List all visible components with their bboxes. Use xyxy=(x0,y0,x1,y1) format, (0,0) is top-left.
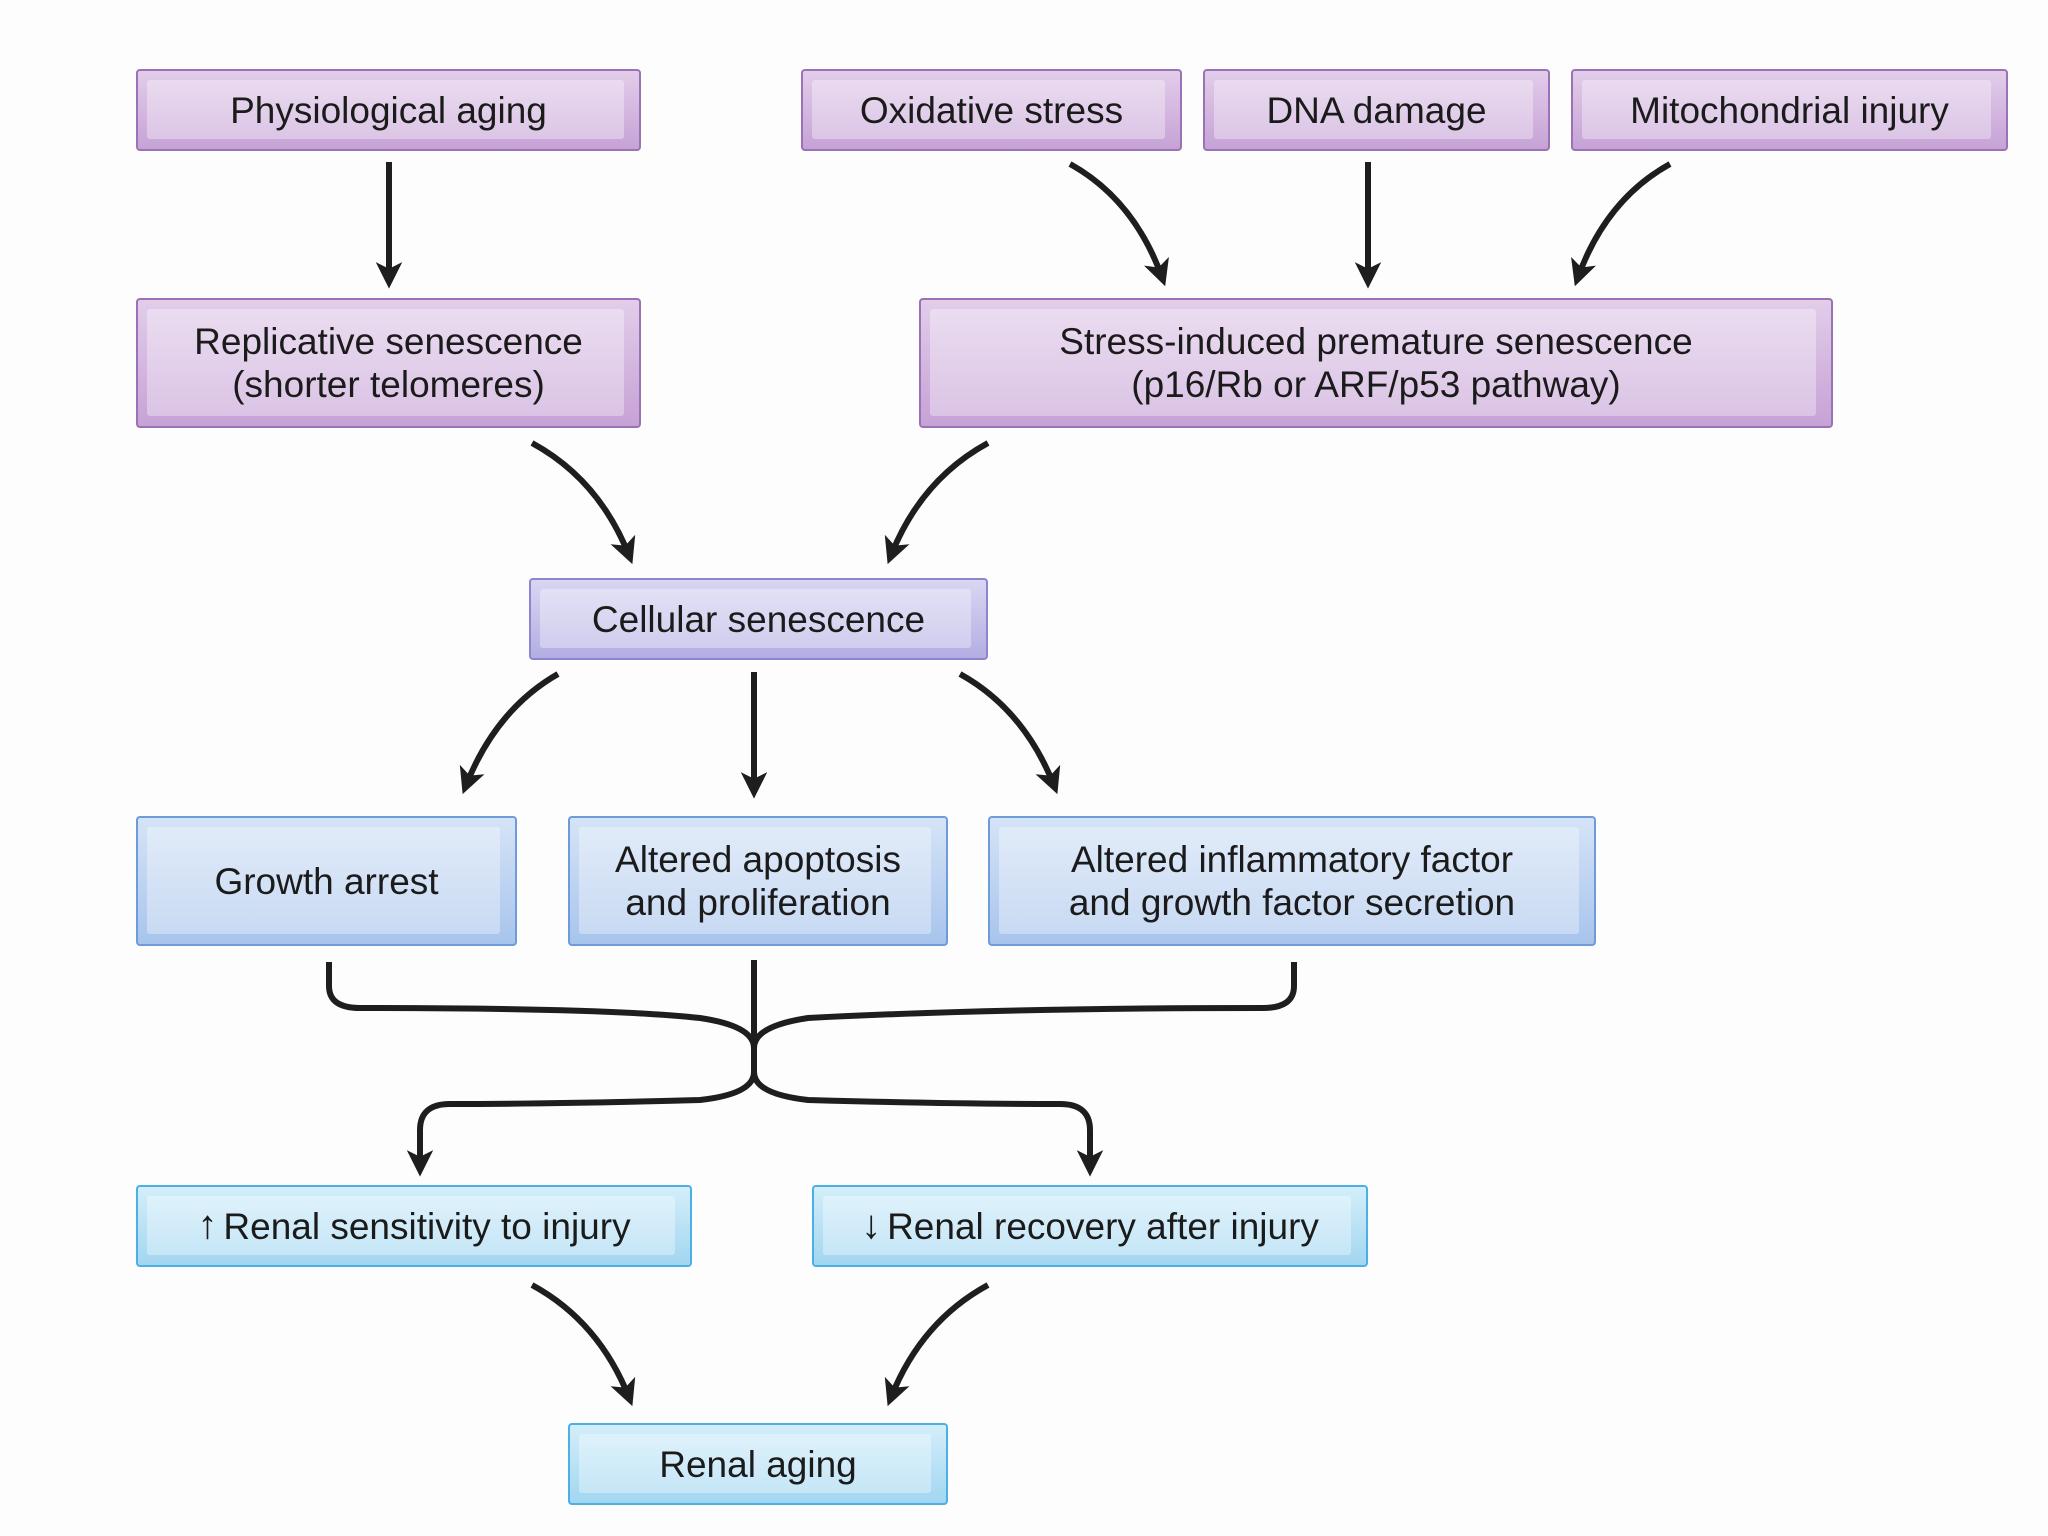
node-stress-line2: (p16/Rb or ARF/p53 pathway) xyxy=(1131,364,1621,405)
node-renal-recovery: ↓Renal recovery after injury xyxy=(812,1185,1368,1267)
up-arrow-icon: ↑ xyxy=(197,1202,218,1247)
node-dna-damage-label: DNA damage xyxy=(1266,89,1487,131)
node-dna-damage: DNA damage xyxy=(1203,69,1550,151)
arrow-oxidative-to-stress-senescence xyxy=(1068,161,1169,287)
node-apoptosis-line2: and proliferation xyxy=(625,882,891,923)
node-renal-aging-label: Renal aging xyxy=(659,1443,857,1485)
node-mitochondrial-injury-label: Mitochondrial injury xyxy=(1630,89,1949,131)
node-inflammatory-line2: and growth factor secretion xyxy=(1068,882,1516,923)
arrow-cellular-to-growth-arrest xyxy=(459,671,560,795)
arrow-replicative-to-cellular xyxy=(530,440,636,565)
node-renal-aging: Renal aging xyxy=(568,1423,948,1505)
brace-right-branch xyxy=(751,962,1297,1049)
node-oxidative-stress: Oxidative stress xyxy=(801,69,1182,151)
brace-left-branch xyxy=(326,962,757,1049)
node-physiological-aging: Physiological aging xyxy=(136,69,641,151)
arrow-stress-to-cellular xyxy=(884,440,990,565)
node-renal-sensitivity-content: ↑Renal sensitivity to injury xyxy=(197,1202,631,1248)
node-apoptosis-line1: Altered apoptosis xyxy=(615,839,901,880)
node-physiological-aging-label: Physiological aging xyxy=(230,89,547,131)
node-replicative-senescence: Replicative senescence (shorter telomere… xyxy=(136,298,641,428)
node-oxidative-stress-label: Oxidative stress xyxy=(859,89,1124,131)
arrow-merge-to-sensitivity xyxy=(406,1071,757,1177)
node-renal-recovery-label: Renal recovery after injury xyxy=(887,1205,1319,1247)
node-replicative-line2: (shorter telomeres) xyxy=(232,364,545,405)
node-growth-arrest-label: Growth arrest xyxy=(214,860,439,902)
arrow-sensitivity-to-renal-aging xyxy=(530,1282,636,1407)
node-altered-inflammatory: Altered inflammatory factor and growth f… xyxy=(988,816,1596,946)
node-growth-arrest: Growth arrest xyxy=(136,816,517,946)
node-cellular-senescence-label: Cellular senescence xyxy=(591,598,926,640)
arrow-cellular-to-inflammatory xyxy=(958,671,1061,795)
down-arrow-icon: ↓ xyxy=(861,1202,882,1247)
arrow-mitochondrial-to-stress-senescence xyxy=(1571,161,1672,287)
arrow-merge-to-recovery xyxy=(751,1071,1104,1177)
node-mitochondrial-injury: Mitochondrial injury xyxy=(1571,69,2008,151)
node-inflammatory-line1: Altered inflammatory factor xyxy=(1070,839,1514,880)
node-stress-induced-senescence: Stress-induced premature senescence (p16… xyxy=(919,298,1833,428)
node-stress-line1: Stress-induced premature senescence xyxy=(1059,321,1693,362)
node-cellular-senescence: Cellular senescence xyxy=(529,578,988,660)
node-renal-sensitivity: ↑Renal sensitivity to injury xyxy=(136,1185,692,1267)
node-renal-sensitivity-label: Renal sensitivity to injury xyxy=(223,1205,631,1247)
node-renal-recovery-content: ↓Renal recovery after injury xyxy=(861,1202,1319,1248)
arrow-recovery-to-renal-aging xyxy=(884,1282,990,1407)
node-replicative-line1: Replicative senescence xyxy=(194,321,583,362)
node-altered-apoptosis: Altered apoptosis and proliferation xyxy=(568,816,948,946)
